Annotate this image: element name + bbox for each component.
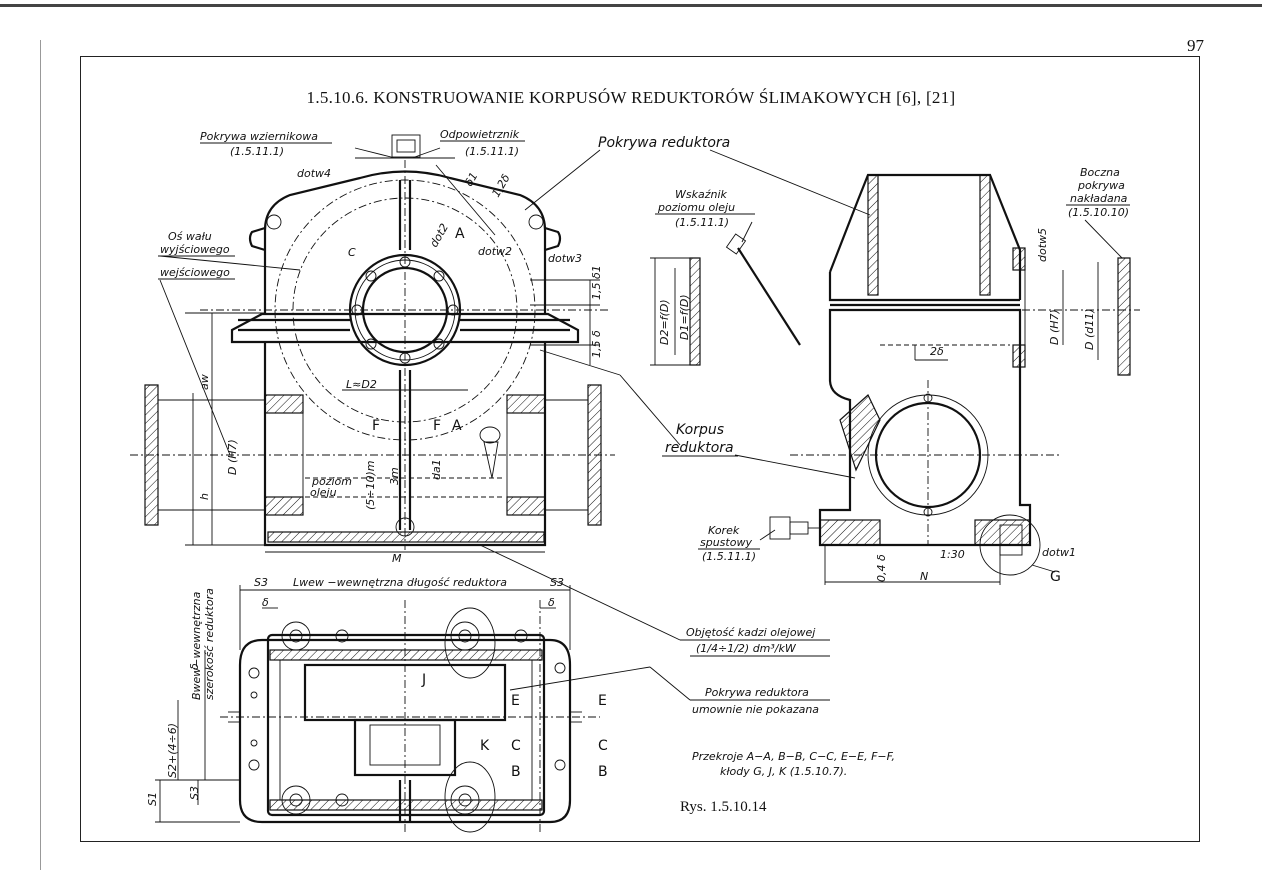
detail-k-label: K (480, 738, 490, 754)
svg-text:dot2: dot2 (427, 221, 451, 249)
svg-text:D1=f(D): D1=f(D) (678, 294, 691, 340)
detail-g-label: G (1050, 569, 1061, 585)
svg-text:dotw4: dotw4 (297, 167, 331, 180)
svg-text:Boczna: Boczna (1080, 166, 1120, 179)
svg-text:S3: S3 (188, 786, 201, 800)
figure-caption: Rys. 1.5.10.14 (680, 799, 767, 815)
svg-text:Wskaźnik: Wskaźnik (675, 188, 728, 201)
svg-text:(1/4÷1/2) dm³/kW: (1/4÷1/2) dm³/kW (696, 642, 797, 655)
section-c-right: C (598, 738, 608, 754)
svg-text:δ: δ (188, 663, 201, 670)
scan-top-edge (0, 4, 1262, 7)
svg-text:pokrywa: pokrywa (1077, 179, 1125, 192)
svg-text:C: C (348, 246, 356, 259)
svg-text:umownie nie pokazana: umownie nie pokazana (692, 703, 819, 716)
svg-text:da1: da1 (430, 459, 443, 480)
detail-g-circle (979, 514, 1041, 576)
section-a-top: A (455, 226, 465, 242)
svg-text:Bwew−wewnętrzna: Bwew−wewnętrzna (190, 591, 203, 700)
svg-text:wejściowego: wejściowego (160, 266, 230, 279)
section-f-right: F (433, 418, 441, 434)
svg-text:nakładana: nakładana (1070, 192, 1128, 205)
svg-text:2δ: 2δ (930, 345, 944, 358)
detail-j-circle (444, 607, 496, 679)
svg-text:poziom: poziom (311, 475, 352, 488)
section-b-right: B (598, 764, 608, 780)
main-flange (230, 312, 580, 344)
detail-j-label: J (421, 672, 426, 688)
svg-text:1:30: 1:30 (940, 548, 965, 561)
side-housing (818, 308, 1032, 547)
svg-text:Przekroje A−A, B−B, C−C, E−E,: Przekroje A−A, B−B, C−C, E−E, F−F, (692, 750, 895, 763)
svg-text:δ1: δ1 (462, 170, 480, 188)
svg-text:1,5 δ1: 1,5 δ1 (590, 265, 603, 300)
svg-text:D (H7): D (H7) (1048, 309, 1061, 345)
label-pokrywa-reduktora: Pokrywa reduktora (598, 135, 730, 151)
svg-text:1,2δ: 1,2δ (489, 172, 513, 200)
svg-text:Oś wału: Oś wału (168, 230, 212, 243)
section-f-left: F (372, 418, 380, 434)
svg-text:h: h (198, 493, 211, 500)
section-a-bottom: A (452, 418, 462, 434)
svg-text:dotw1: dotw1 (1042, 546, 1076, 559)
svg-text:(1.5.10.10): (1.5.10.10) (1068, 206, 1129, 219)
svg-text:D (H7): D (H7) (226, 439, 239, 475)
bottom-wall-hatch (267, 531, 545, 543)
page-title: 1.5.10.6. KONSTRUOWANIE KORPUSÓW REDUKTO… (306, 88, 956, 107)
svg-text:3m: 3m (388, 467, 401, 485)
svg-text:(1.5.11.1): (1.5.11.1) (465, 145, 519, 158)
svg-text:S3: S3 (550, 576, 564, 589)
label-korpus: Korpus (676, 422, 724, 438)
svg-text:aw: aw (198, 374, 211, 390)
svg-text:D (d11): D (d11) (1083, 308, 1096, 350)
svg-text:kłody G, J, K (1.5.10.7).: kłody G, J, K (1.5.10.7). (720, 765, 847, 778)
section-e-right: E (598, 693, 607, 709)
svg-text:N: N (920, 570, 928, 583)
svg-text:S1: S1 (146, 792, 159, 806)
top-flange-outline (238, 638, 572, 824)
svg-text:Korek: Korek (708, 524, 740, 537)
detail-k-circle (444, 761, 496, 833)
svg-text:Pokrywa reduktora: Pokrywa reduktora (705, 686, 809, 699)
svg-text:dotw2: dotw2 (478, 245, 512, 258)
svg-text:(1.5.11.1): (1.5.11.1) (702, 550, 756, 563)
svg-text:δ: δ (548, 596, 555, 609)
svg-text:1,5 δ: 1,5 δ (590, 330, 603, 358)
section-e-left: E (511, 693, 520, 709)
svg-text:(1.5.11.1): (1.5.11.1) (230, 145, 284, 158)
label-lwew: Lwew −wewnętrzna długość reduktora (293, 576, 507, 589)
svg-text:(5÷10)m: (5÷10)m (364, 460, 377, 510)
svg-text:D2=f(D): D2=f(D) (658, 299, 671, 345)
label-pokrywa-wziernikowa: Pokrywa wziernikowa (200, 130, 318, 143)
front-view (130, 134, 871, 553)
top-view (155, 544, 830, 835)
page-number: 97 (1187, 36, 1204, 55)
svg-text:szerokość reduktora: szerokość reduktora (203, 588, 216, 700)
svg-text:(1.5.11.1): (1.5.11.1) (675, 216, 729, 229)
drawing-frame (80, 56, 1200, 842)
side-cover-outline (828, 173, 1022, 300)
svg-text:poziomu oleju: poziomu oleju (657, 201, 735, 214)
svg-text:S3: S3 (254, 576, 268, 589)
section-b-left: B (511, 764, 521, 780)
svg-text:Objętość kadzi olejowej: Objętość kadzi olejowej (686, 626, 816, 639)
svg-text:oleju: oleju (310, 486, 337, 499)
svg-text:M: M (392, 552, 402, 565)
scan-left-edge (40, 40, 41, 870)
svg-text:S2+(4÷6): S2+(4÷6) (166, 723, 179, 778)
svg-text:spustowy: spustowy (700, 536, 752, 549)
svg-text:δ: δ (262, 596, 269, 609)
svg-text:reduktora: reduktora (665, 440, 734, 456)
svg-text:wyjściowego: wyjściowego (160, 243, 230, 256)
section-c-left: C (511, 738, 521, 754)
side-view (650, 173, 1140, 585)
label-odpowietrznik: Odpowietrznik (440, 128, 520, 141)
svg-text:dotw3: dotw3 (548, 252, 582, 265)
labels: Pokrywa wziernikowa (1.5.11.1) Odpowietr… (146, 128, 1130, 806)
svg-text:dotw5: dotw5 (1036, 228, 1049, 262)
svg-text:L≈D2: L≈D2 (346, 378, 377, 391)
svg-text:0,4 δ: 0,4 δ (875, 554, 888, 582)
